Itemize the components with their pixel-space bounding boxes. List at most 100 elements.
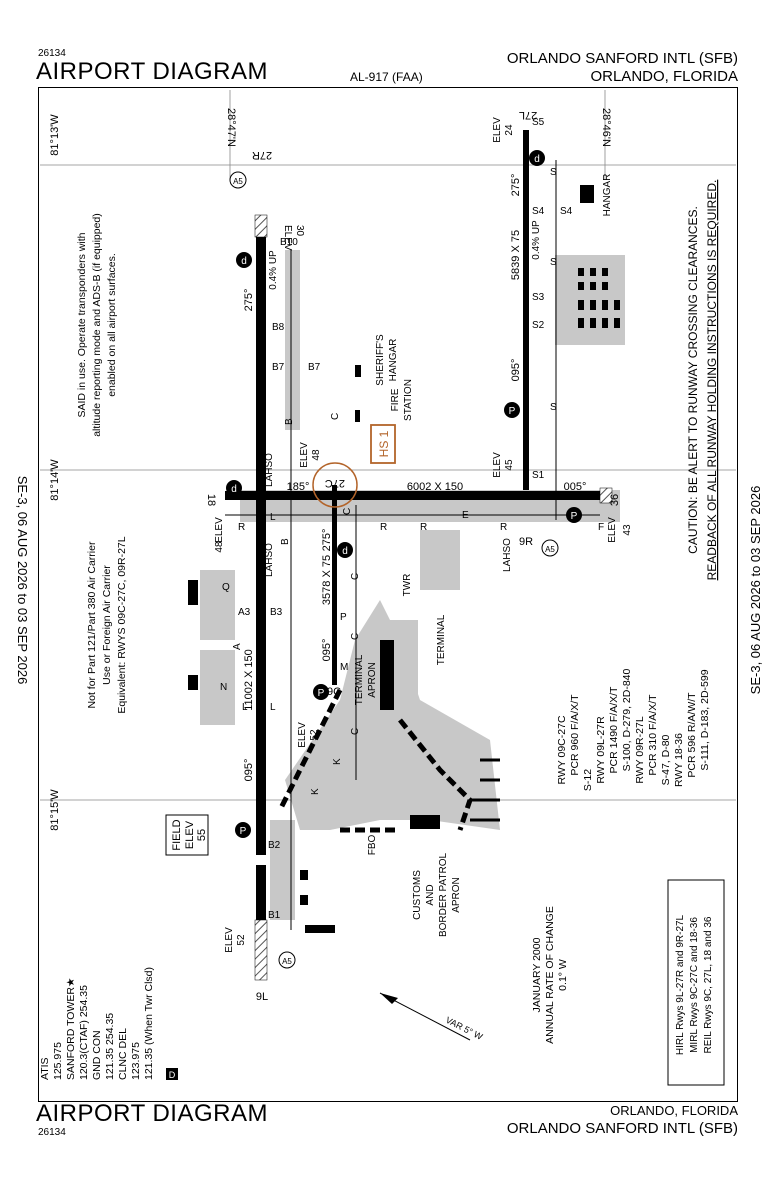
marker-a5-2 — [541, 539, 559, 557]
marker-d-3 — [337, 542, 353, 558]
rwy-18-36-hdg-185: 185° — [287, 481, 310, 493]
elev-9R-value: 45 — [504, 459, 515, 471]
elev-9L-value: 52 — [236, 934, 247, 946]
marker-p-4 — [235, 822, 251, 838]
sheriff-label2: HANGAR — [388, 339, 399, 382]
footer-city: ORLANDO, FLORIDA — [610, 1103, 738, 1118]
header-chart-id: 26134 — [38, 48, 66, 59]
twy-S2: S2 — [532, 320, 545, 331]
footer-title: AIRPORT DIAGRAM — [36, 1100, 268, 1127]
marker-a5-3 — [278, 951, 296, 969]
header-ref: AL-917 (FAA) — [350, 70, 423, 84]
elev-36-value: 43 — [622, 524, 633, 536]
terminal-apron-label1: TERMINAL — [354, 654, 365, 705]
elev-18-value: 48 — [214, 541, 225, 553]
buildings — [188, 185, 620, 933]
field-elev-box — [165, 814, 209, 856]
sheriff-building — [355, 365, 361, 377]
runway-18-36 — [225, 491, 600, 500]
comms-d-badge — [166, 1068, 178, 1080]
hotspot-circle — [312, 462, 358, 508]
runway-9C-27C — [332, 485, 337, 685]
fire-label1: FIRE — [390, 388, 401, 411]
pcr-l6: S-100, D-279, 2D-840 — [621, 668, 633, 771]
header-title: AIRPORT DIAGRAM — [36, 58, 268, 85]
hotspot-box — [370, 424, 396, 464]
elev-9C-value: 52 — [309, 729, 320, 741]
terminal-label: TERMINAL — [436, 614, 447, 665]
twy-A: A — [232, 643, 243, 650]
hotspot-label: HS 1 — [377, 430, 391, 457]
field-elev-value: 55 — [196, 829, 208, 841]
rwy-end-9C: 9C — [327, 686, 341, 698]
apron-grids — [470, 758, 500, 822]
twy-S-3: S — [550, 402, 557, 413]
rwy-end-27R: 27R — [252, 149, 272, 161]
twy-B-1: B — [284, 418, 295, 425]
var-arrow-head — [380, 993, 398, 1004]
terminal-apron-label2: APRON — [367, 662, 378, 698]
twy-S3: S3 — [532, 292, 545, 303]
comms-l8: 123.975 — [130, 1042, 142, 1080]
fire-station-building — [355, 410, 360, 422]
rwy-9L-27R-hdg-275: 275° — [243, 289, 255, 312]
comms-l4: 120.3(CTAF) 254.35 — [78, 985, 90, 1080]
rwy-9L-27R-dim: 11002 X 150 — [243, 649, 255, 711]
customs-label1: CUSTOMS — [412, 870, 423, 920]
notpart-line1: Not for Part 121/Part 380 Air Carrier — [86, 541, 98, 708]
marker-p-3-label: P — [318, 688, 325, 699]
lon-1: 81°13'W — [49, 114, 61, 156]
threshold-27R — [254, 214, 268, 238]
elev-9R-label: ELEV — [492, 452, 503, 478]
marker-a5-2-label: A5 — [545, 545, 555, 554]
pcr-l10: RWY 18-36 — [673, 733, 685, 787]
lat-north-2: 28°46'N — [600, 108, 612, 147]
twy-S5: S5 — [532, 117, 545, 128]
twy-S1: S1 — [532, 470, 545, 481]
pcr-l5: PCR 1490 F/A/X/T — [608, 686, 620, 774]
jan-line2: ANNUAL RATE OF CHANGE — [544, 906, 556, 1044]
twr-apron — [420, 530, 460, 590]
rwy-9R-27L-hdg-275: 275° — [510, 174, 522, 197]
comms-block: ATIS 125.975 SANFORD TOWER★ 120.3(CTAF) … — [39, 967, 155, 1080]
twy-B2: B2 — [268, 840, 281, 851]
twy-M: M — [340, 662, 348, 673]
lon-3: 81°15'W — [49, 789, 61, 831]
pcr-l2: PCR 960 F/A/X/T — [569, 694, 581, 776]
markers: d d d d P P P P A5 A5 A5 — [226, 150, 582, 969]
twy-Q: Q — [222, 582, 230, 593]
lighting-box — [667, 879, 725, 1086]
elev-27C-value: 48 — [311, 449, 322, 461]
elev-18-label: ELEV — [214, 517, 225, 543]
rwy-18-36-dim: 6002 X 150 — [407, 481, 463, 493]
rwy-end-18: 18 — [205, 494, 217, 506]
chart-frame — [38, 87, 738, 1102]
apron-edge-dashes — [277, 688, 473, 833]
twy-S-1: S — [550, 167, 557, 178]
marker-p-1 — [504, 402, 520, 418]
customs-label2: AND — [425, 884, 436, 905]
rwy-18-36-hdg-005: 005° — [564, 481, 587, 493]
sheriff-label1: SHERIFF'S — [375, 334, 386, 386]
taxiway-labels: B10 B8 B7 B7 B B B3 B2 B1 A3 A C C C C C… — [220, 117, 604, 921]
comms-d-label: D — [169, 1070, 176, 1080]
header-city: ORLANDO, FLORIDA — [590, 68, 738, 85]
customs-label4: APRON — [451, 877, 462, 913]
marker-a5-1 — [229, 171, 247, 189]
lahso-label-south: LAHSO — [502, 538, 513, 572]
jan-line3: 0.1° W — [557, 959, 569, 991]
elev-9C-label: ELEV — [297, 722, 308, 748]
twy-R-4: R — [500, 522, 507, 533]
runway-9L-27R-north — [256, 235, 266, 855]
marker-d-2-label: d — [534, 154, 540, 165]
marker-d-4 — [226, 480, 242, 496]
pcr-l9: S-47, D-80 — [660, 734, 672, 785]
rwy-end-36: 36 — [609, 494, 621, 506]
lon-2: 81°14'W — [49, 459, 61, 501]
marker-d-1-label: d — [241, 256, 247, 267]
pcr-l8: PCR 310 F/A/X/T — [647, 694, 659, 776]
var-label: VAR 5° W — [444, 1015, 485, 1042]
twy-S-2: S — [550, 257, 557, 268]
twy-L-2: L — [242, 702, 248, 713]
